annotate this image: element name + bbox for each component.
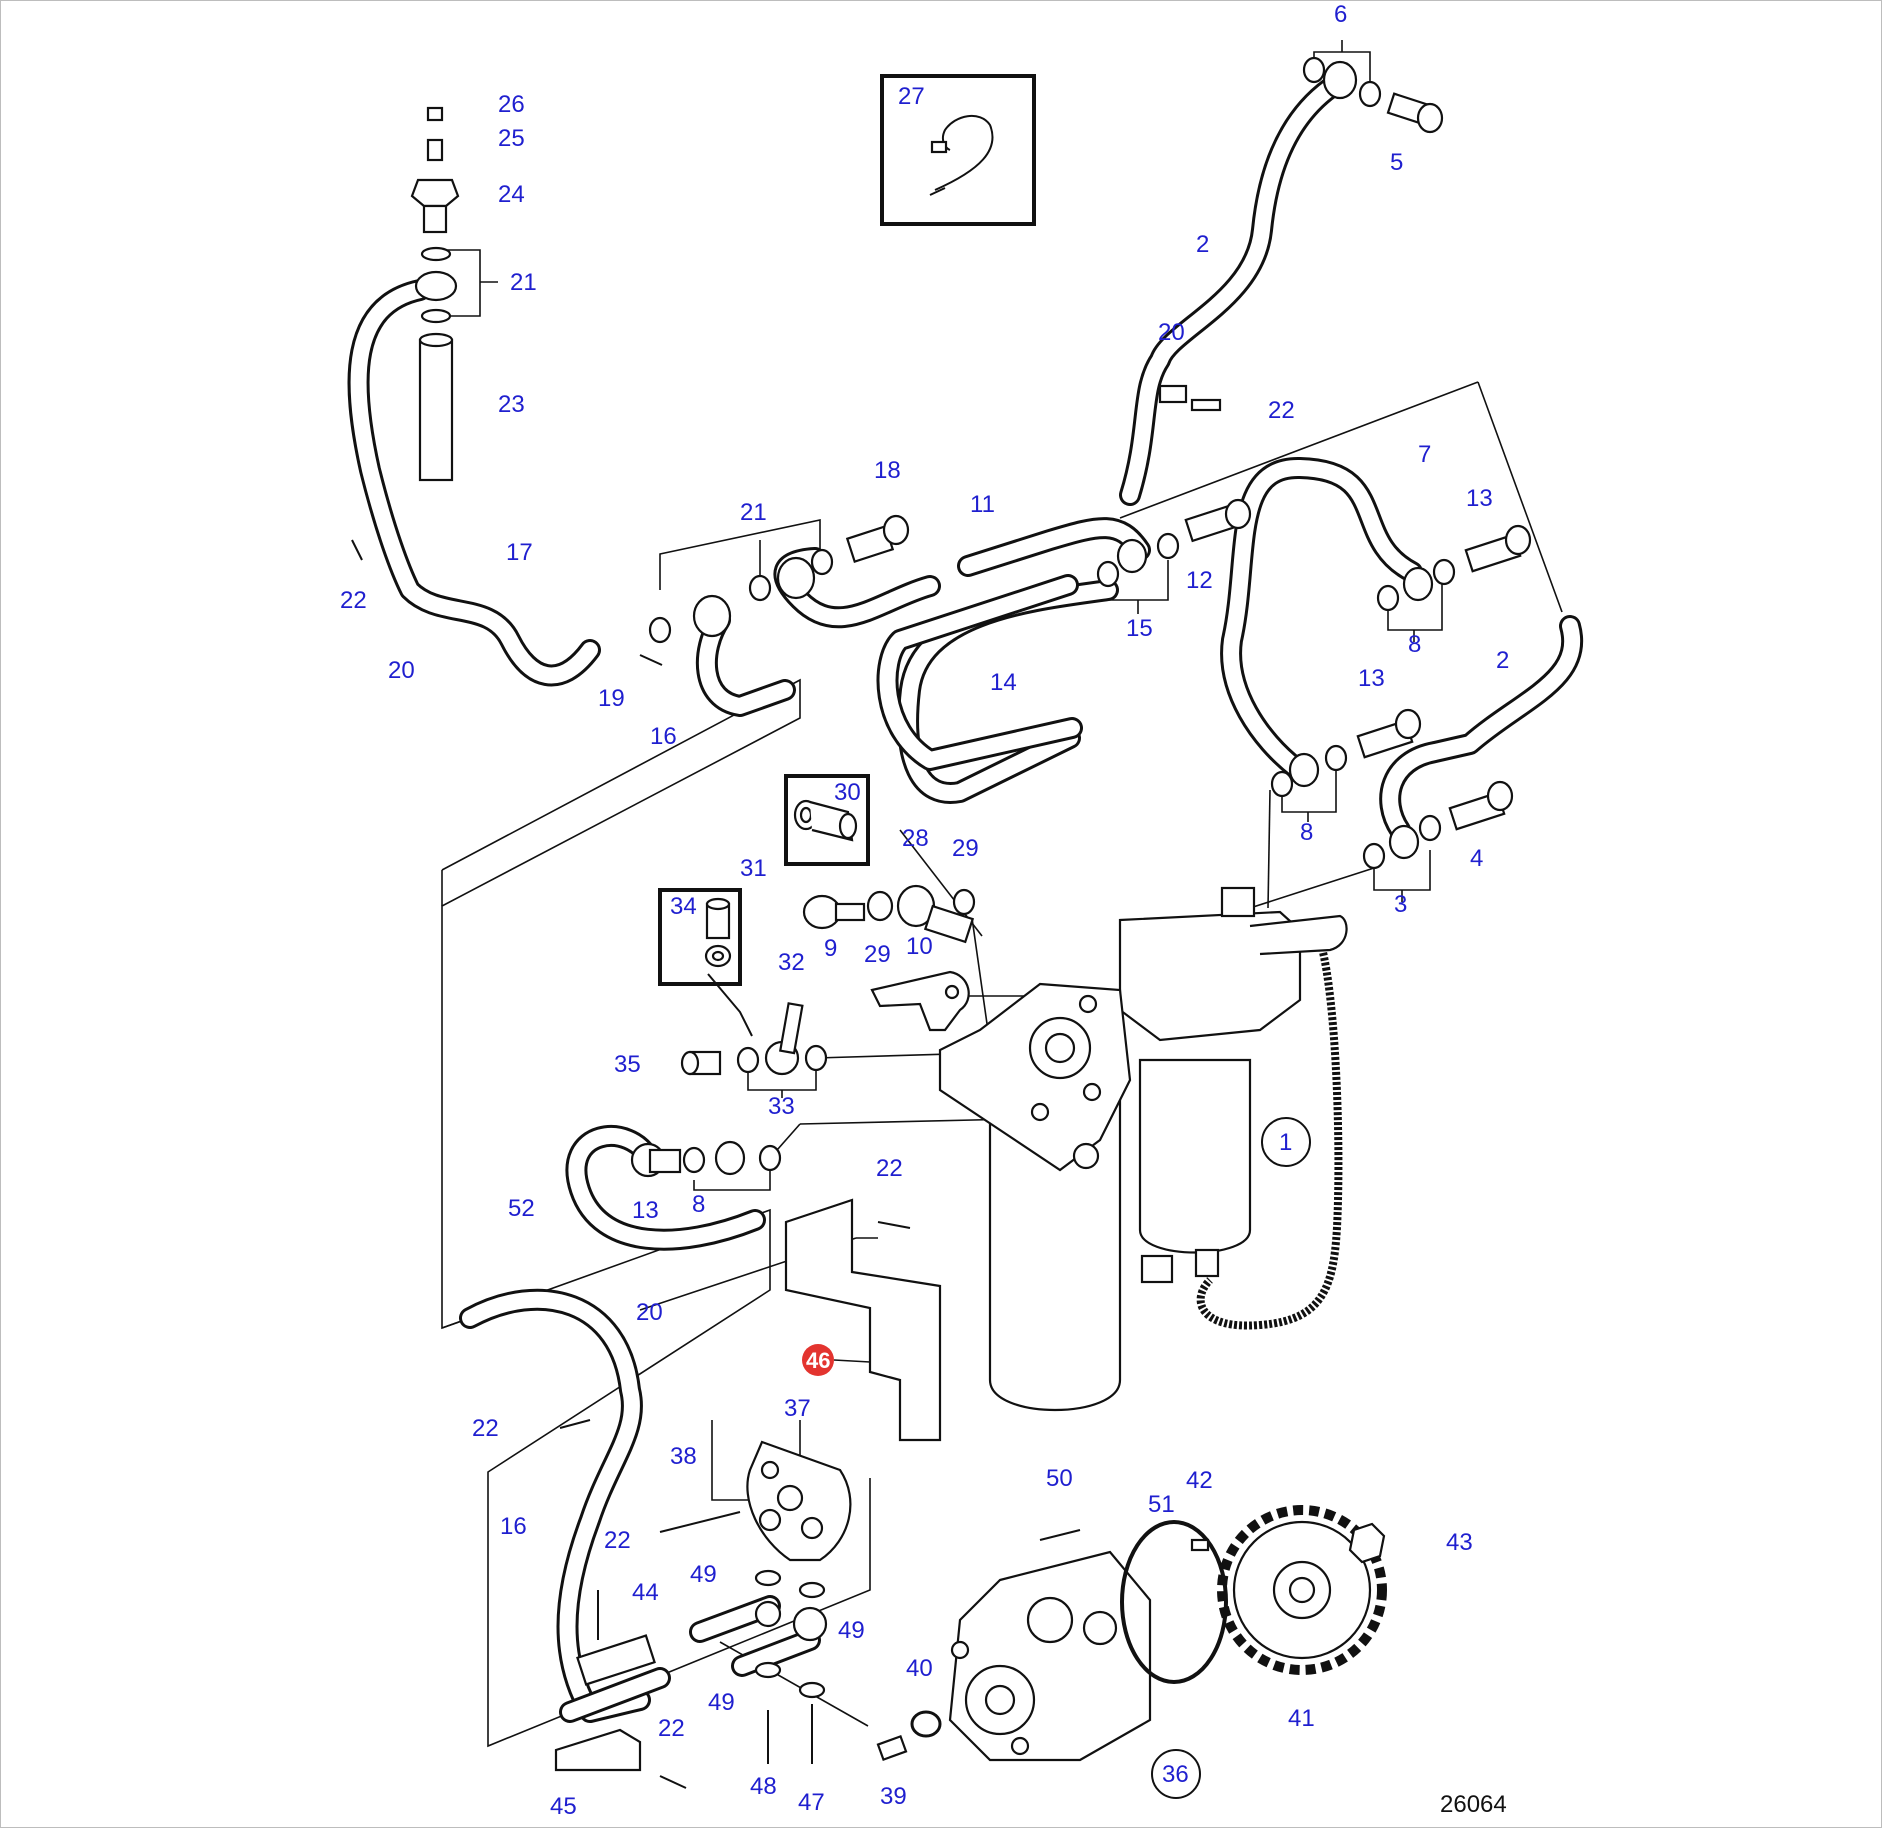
part-label[interactable]: 17 bbox=[506, 539, 533, 566]
part-label[interactable]: 34 bbox=[670, 893, 697, 920]
part-label[interactable]: 23 bbox=[498, 391, 525, 418]
pipes bbox=[347, 77, 1584, 1723]
part-label[interactable]: 50 bbox=[1046, 1465, 1073, 1492]
part-label[interactable]: 22 bbox=[340, 587, 367, 614]
part-label[interactable]: 41 bbox=[1288, 1705, 1315, 1732]
part-label[interactable]: 33 bbox=[768, 1093, 795, 1120]
part-label[interactable]: 48 bbox=[750, 1773, 777, 1800]
part-label[interactable]: 27 bbox=[898, 83, 925, 110]
part-label[interactable]: 15 bbox=[1126, 615, 1153, 642]
part-label[interactable]: 21 bbox=[510, 269, 537, 296]
part-label[interactable]: 29 bbox=[952, 835, 979, 862]
part-label[interactable]: 20 bbox=[1158, 319, 1185, 346]
part-label[interactable]: 49 bbox=[690, 1561, 717, 1588]
part-label[interactable]: 21 bbox=[740, 499, 767, 526]
part-label[interactable]: 6 bbox=[1334, 1, 1347, 28]
part-label[interactable]: 4 bbox=[1470, 845, 1483, 872]
part-label[interactable]: 42 bbox=[1186, 1467, 1213, 1494]
part-label[interactable]: 39 bbox=[880, 1783, 907, 1810]
part-label[interactable]: 45 bbox=[550, 1793, 577, 1820]
highlight-marker[interactable] bbox=[802, 1344, 834, 1376]
part-label-highlighted[interactable]: 46 bbox=[806, 1348, 830, 1373]
part-label[interactable]: 10 bbox=[906, 933, 933, 960]
part-label[interactable]: 40 bbox=[906, 1655, 933, 1682]
part-label[interactable]: 51 bbox=[1148, 1491, 1175, 1518]
inset-box-34 bbox=[658, 888, 753, 1037]
inset-box-30 bbox=[784, 774, 870, 866]
part-label[interactable]: 35 bbox=[614, 1051, 641, 1078]
part-label[interactable]: 3 bbox=[1394, 891, 1407, 918]
part-label[interactable]: 8 bbox=[692, 1191, 705, 1218]
part-label[interactable]: 8 bbox=[1300, 819, 1313, 846]
part-label[interactable]: 30 bbox=[834, 779, 861, 806]
part-label[interactable]: 13 bbox=[1358, 665, 1385, 692]
part-label[interactable]: 7 bbox=[1418, 441, 1431, 468]
part-label[interactable]: 38 bbox=[670, 1443, 697, 1470]
part-label[interactable]: 32 bbox=[778, 949, 805, 976]
part-label[interactable]: 25 bbox=[498, 125, 525, 152]
part-label[interactable]: 19 bbox=[598, 685, 625, 712]
part-label[interactable]: 22 bbox=[604, 1527, 631, 1554]
highlighted-part-46[interactable]: 46 bbox=[802, 1344, 871, 1376]
part-label[interactable]: 16 bbox=[500, 1513, 527, 1540]
fittings bbox=[351, 56, 1532, 1789]
part-label[interactable]: 14 bbox=[990, 669, 1017, 696]
part-label[interactable]: 43 bbox=[1446, 1529, 1473, 1556]
part-label[interactable]: 44 bbox=[632, 1579, 659, 1606]
part-label[interactable]: 22 bbox=[1268, 397, 1295, 424]
part-label[interactable]: 49 bbox=[708, 1689, 735, 1716]
part-label[interactable]: 8 bbox=[1408, 631, 1421, 658]
part-label[interactable]: 29 bbox=[864, 941, 891, 968]
part-label[interactable]: 11 bbox=[970, 491, 995, 518]
part-label[interactable]: 22 bbox=[472, 1415, 499, 1442]
part-label[interactable]: 49 bbox=[838, 1617, 865, 1644]
pump-assembly bbox=[554, 1198, 1387, 1772]
part-label[interactable]: 9 bbox=[824, 935, 837, 962]
part-label[interactable]: 47 bbox=[798, 1789, 825, 1816]
part-label[interactable]: 12 bbox=[1186, 567, 1213, 594]
part-label[interactable]: 13 bbox=[1466, 485, 1493, 512]
part-label[interactable]: 26 bbox=[498, 91, 525, 118]
part-label[interactable]: 52 bbox=[508, 1195, 535, 1222]
filter-assembly bbox=[938, 886, 1348, 1411]
part-label[interactable]: 22 bbox=[876, 1155, 903, 1182]
drawing-number: 26064 bbox=[1440, 1791, 1507, 1818]
part-label[interactable]: 20 bbox=[636, 1299, 663, 1326]
part-label[interactable]: 2 bbox=[1196, 231, 1209, 258]
part-label[interactable]: 5 bbox=[1390, 149, 1403, 176]
part-label[interactable]: 2 bbox=[1496, 647, 1509, 674]
part-label[interactable]: 37 bbox=[784, 1395, 811, 1422]
inset-box-27 bbox=[880, 74, 1036, 226]
part-label[interactable]: 24 bbox=[498, 181, 525, 208]
part-label[interactable]: 20 bbox=[388, 657, 415, 684]
part-label-circled[interactable]: 1 bbox=[1279, 1129, 1292, 1156]
part-labels: 6 5 2 20 22 7 13 12 15 8 2 13 8 4 3 11 1… bbox=[340, 1, 1509, 1820]
part-label[interactable]: 13 bbox=[632, 1197, 659, 1224]
part-label[interactable]: 16 bbox=[650, 723, 677, 750]
part-label[interactable]: 31 bbox=[740, 855, 767, 882]
circled-labels: 1 36 bbox=[1151, 1117, 1311, 1799]
part-label[interactable]: 18 bbox=[874, 457, 901, 484]
part-label-circled[interactable]: 36 bbox=[1162, 1761, 1189, 1788]
part-label[interactable]: 28 bbox=[902, 825, 929, 852]
part-label[interactable]: 22 bbox=[658, 1715, 685, 1742]
